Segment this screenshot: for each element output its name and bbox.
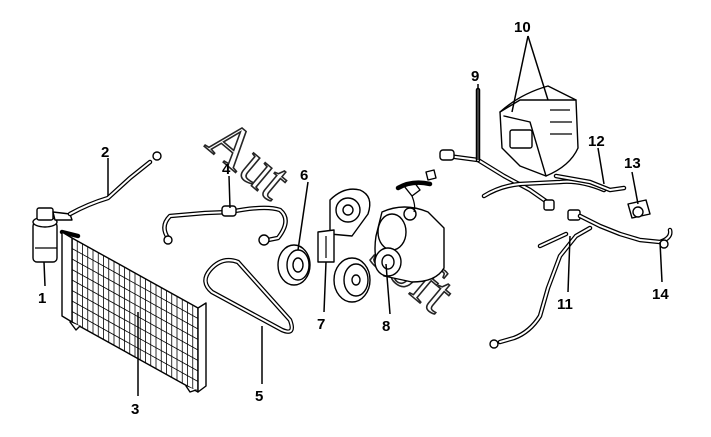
condenser-tube xyxy=(71,300,199,372)
callouts: 1 2 3 4 5 6 7 8 9 10 11 12 13 14 xyxy=(38,19,669,418)
callout-9: 9 xyxy=(471,68,479,85)
compressor-bracket xyxy=(317,188,371,263)
condenser xyxy=(61,231,207,393)
callout-8: 8 xyxy=(382,318,390,335)
condenser-tube xyxy=(71,311,199,382)
condenser-tube xyxy=(71,279,199,351)
callout-11: 11 xyxy=(557,296,573,313)
callout-6: 6 xyxy=(300,167,308,184)
callout-4: 4 xyxy=(222,161,231,178)
drive-belt xyxy=(203,258,294,334)
condenser-tube xyxy=(71,248,199,319)
callout-13: 13 xyxy=(624,155,641,172)
receiver-drier xyxy=(32,207,73,263)
condenser-tube xyxy=(71,269,199,340)
callout-14: 14 xyxy=(652,286,669,303)
callout-3: 3 xyxy=(131,401,139,418)
pulley xyxy=(277,244,311,286)
callout-12: 12 xyxy=(588,133,605,150)
pressure-switch xyxy=(627,199,651,219)
short-hose xyxy=(553,173,627,193)
callout-2: 2 xyxy=(101,144,109,161)
condenser-tube xyxy=(71,290,199,361)
callout-1: 1 xyxy=(38,290,46,307)
condenser-tube xyxy=(71,258,199,330)
discharge-hose xyxy=(489,209,593,349)
leader-lines xyxy=(43,35,663,396)
callout-10: 10 xyxy=(514,19,531,36)
liquid-line-pipe xyxy=(59,151,162,239)
compressor xyxy=(374,169,445,283)
right-pipe xyxy=(577,213,673,249)
callout-7: 7 xyxy=(317,316,325,333)
evaporator-housing xyxy=(499,85,579,177)
callout-5: 5 xyxy=(255,388,263,405)
condenser-fins xyxy=(71,240,199,390)
suction-hose xyxy=(162,205,288,246)
clutch-plate xyxy=(333,257,371,303)
watermark-text-1: Aut xyxy=(195,106,303,212)
